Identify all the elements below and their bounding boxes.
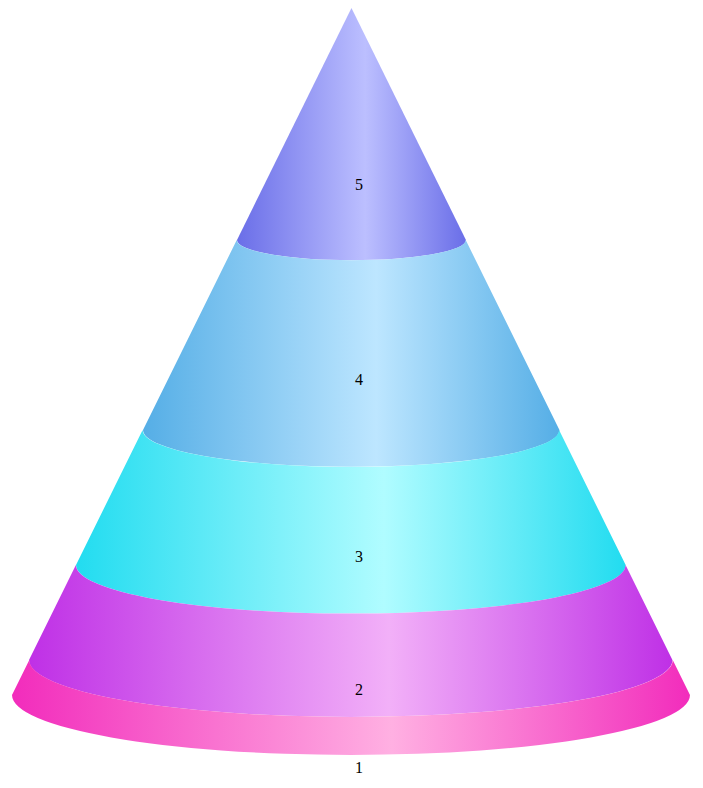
band-shape — [143, 240, 559, 467]
band-number: 2 — [355, 682, 363, 698]
band-fill — [237, 8, 466, 260]
band-shape — [76, 430, 626, 614]
band-fill — [29, 565, 672, 717]
band-number: 3 — [355, 549, 363, 565]
cone-band: 4 — [143, 240, 559, 467]
band-number: 4 — [355, 372, 363, 388]
band-fill — [76, 430, 626, 614]
cone-band: 1 — [12, 660, 690, 755]
cone-band: 3 — [76, 430, 626, 614]
band-number: 5 — [355, 177, 363, 193]
band-fill — [143, 240, 559, 467]
band-shape — [29, 565, 672, 717]
band-fill — [12, 660, 690, 755]
cone-band: 2 — [29, 565, 672, 717]
band-number: 1 — [355, 760, 363, 776]
band-shape — [237, 8, 466, 260]
band-shape — [12, 660, 690, 755]
cone-band: 5 — [237, 8, 466, 260]
